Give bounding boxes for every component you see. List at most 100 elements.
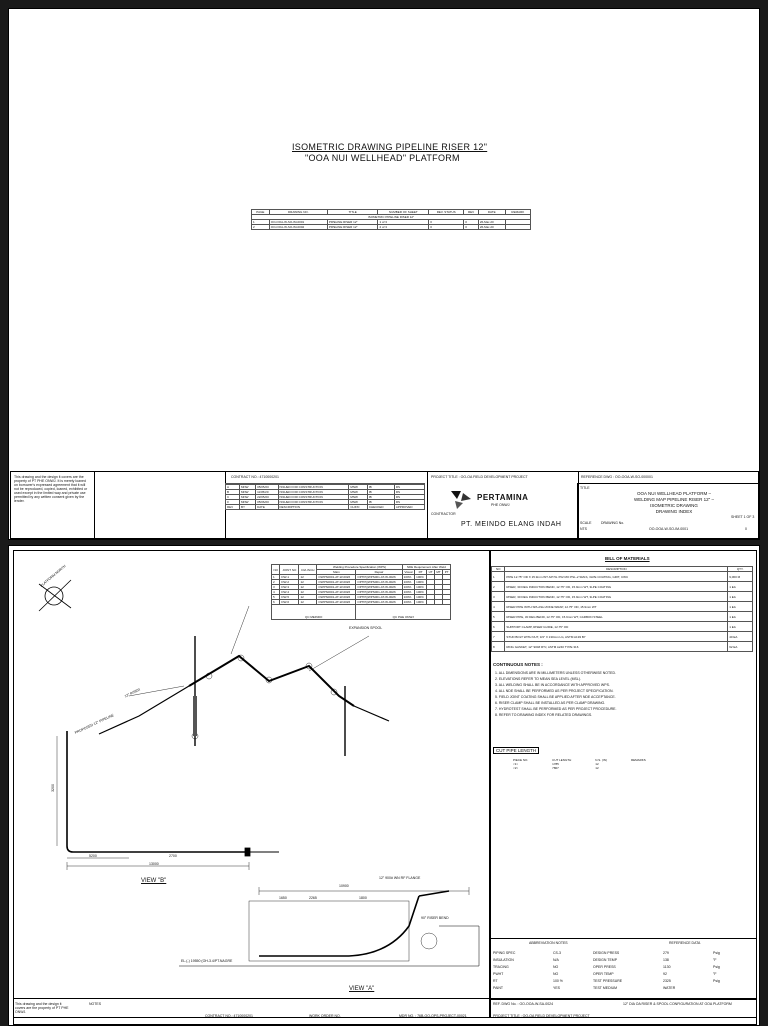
revision-header-cell: DATE (255, 504, 279, 510)
legend-right-title: REFERENCE DATA (669, 941, 701, 945)
bom-cell: 62 EA (727, 641, 753, 652)
bom-cell: 1 EA (727, 611, 753, 622)
dim-2265: 2265 (309, 896, 317, 900)
scale-value: NTS (580, 527, 587, 531)
legend-cell: 1130 (663, 965, 671, 969)
index-cell: 0 (463, 224, 479, 230)
legend-cell: °F (713, 958, 717, 962)
note-line: 4. ALL NDE SHALL BE PERFORMED AS PER PRO… (495, 689, 614, 693)
legend-cell: N/A (553, 958, 559, 962)
drawing-title-line: WELDING MAP PIPELINE RISER 12" – (633, 497, 715, 502)
bom-cell: PIPE 12.75" OD X 15.9mm WT API 5L X52 MO… (504, 571, 729, 582)
index-cell: OO-OOA-W-SO-IM-0002 (268, 224, 328, 230)
index-cell: 2 (251, 224, 270, 230)
cut-length-title: CUT PIPE LENGTH (493, 747, 540, 754)
legend-cell: NO (553, 965, 559, 969)
dim-13000: 13000 (149, 862, 159, 866)
legend-box (489, 938, 757, 1000)
bom-cell: RISER PIPE WITH SPLASH ZONE WRAP, 12.75"… (504, 601, 729, 612)
cut-cell (619, 766, 658, 770)
sheet-count: SHEET 1 OF 3 (731, 515, 755, 519)
index-cell: 26-Mar-20 (477, 224, 506, 230)
note-line: 5. FIELD JOINT COATING SHALL BE APPLIED … (495, 695, 616, 699)
bottom-project-title: PROJECT TITLE : OO-OA FIELD DEVELOPMENT … (493, 1014, 590, 1018)
logo-sub: PHE ONWJ (491, 503, 510, 507)
bom-cell: 1 EA (727, 591, 753, 602)
contractor-label: CONTRACTOR (431, 512, 456, 516)
revision-header-cell: CHK'D (348, 504, 368, 510)
bom-cell: RISER, 30 DEG INDUCTION BEND, 12.75" OD,… (504, 581, 729, 592)
label-flange: 12" 900# WN RF FLANGE (379, 876, 421, 880)
bottom-contract-no: CONTRACT NO.: 4710000201 (205, 1014, 253, 1018)
right-panel (489, 550, 757, 1018)
title-label: TITLE (580, 486, 590, 490)
legend-cell: 92 (663, 972, 667, 976)
index-cell: 2 of 3 (377, 224, 430, 230)
legend-cell: 279 (663, 951, 669, 955)
drawing-title-line: OOA NUI WELLHEAD PLATFORM – (637, 491, 711, 496)
bom-cell: RISER PIPE, 30 DEG BEND, 12.75" OD, 15.9… (504, 611, 729, 622)
isometric-sheet: NO JOINT NO DIA INCH Welding Procedure S… (8, 545, 760, 1026)
note-line: 2. ELEVATIONS REFER TO MEAN SEA LEVEL (M… (495, 677, 581, 681)
dim-1800: 1800 (359, 896, 367, 900)
legend-cell: YES (553, 986, 561, 990)
cut-header-cell: N.S. (IN) (595, 758, 607, 762)
bom-cell: 1 EA (727, 581, 753, 592)
bom-cell: 1 (490, 571, 506, 582)
legend-cell: RT (493, 979, 498, 983)
legend-cell: DESIGN PRESS (593, 951, 620, 955)
legend-cell: PAINT (493, 986, 504, 990)
bom-cell: SUPPORT CLAMP, RISER GUIDE, 12.75" OD (504, 621, 729, 632)
legend-cell: 2325 (663, 979, 671, 983)
notes-title: CONTINUOUS NOTES : (493, 662, 543, 667)
cut-header-cell: REMARKS (630, 758, 646, 762)
index-cell (504, 224, 532, 230)
title-block-divider-1 (94, 471, 226, 539)
note-line: 1. ALL DIMENSIONS ARE IN MILLIMETERS UNL… (495, 671, 616, 675)
drawing-no-label: DRAWING No. (601, 521, 625, 525)
disclaimer-text: This drawing and the design it covers ar… (14, 475, 88, 503)
legend-cell: Psig (713, 965, 720, 969)
legend-cell: WATER (663, 986, 676, 990)
cut-cell: <1> (513, 762, 519, 766)
drawing-title-line: DRAWING INDEX (655, 509, 693, 514)
bom-cell: STUD BOLT WITH NUT, 3/4" X 130mm LG, AST… (504, 631, 729, 642)
north-arrow-icon (44, 586, 64, 606)
notes-list: 1. ALL DIMENSIONS ARE IN MILLIMETERS UNL… (495, 670, 751, 718)
revision-header-cell: APPROVED (393, 504, 426, 510)
pertamina-logo (449, 489, 473, 511)
legend-cell: INSULATION (493, 958, 514, 962)
view-b-label: VIEW "B" (141, 878, 167, 884)
legend-cell: TRACING (493, 965, 509, 969)
dim-2700: 2700 (169, 854, 177, 858)
drawing-title-line: ISOMETRIC DRAWING (650, 503, 698, 508)
cut-cell: 1785 (552, 762, 559, 766)
cut-cell: 12 (595, 762, 599, 766)
bom-cell: 1 EA (727, 621, 753, 632)
bom-title: BILL OF MATERIALS (605, 556, 650, 561)
drawing-title: OOA NUI WELLHEAD PLATFORM –WELDING MAP P… (599, 491, 749, 515)
dim-1650: 1650 (279, 896, 287, 900)
bom-cell: 2 (490, 581, 506, 592)
logo-name: PERTAMINA (477, 493, 529, 502)
title-box (577, 483, 759, 539)
legend-cell: PWHT (493, 972, 504, 976)
cut-cell: <2> (513, 766, 519, 770)
legend-cell: °F (713, 972, 717, 976)
rev-number: 0 (745, 527, 747, 531)
legend-cell: DESIGN TEMP (593, 958, 618, 962)
label-elevation: EL.(-) 19550 (OH-3.4/PT.NAGRE (181, 959, 233, 963)
